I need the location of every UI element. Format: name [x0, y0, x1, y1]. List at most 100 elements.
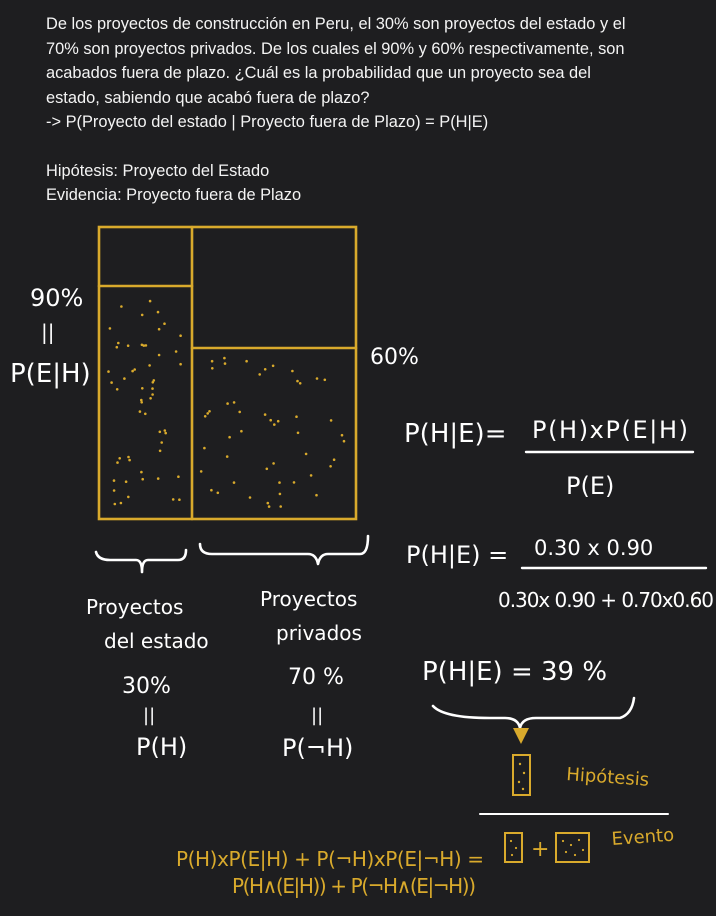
speckle-dot: [118, 457, 121, 460]
speckle-dot: [278, 492, 282, 496]
speckle-dot: [208, 410, 211, 413]
private-pct-label: 70 %: [288, 665, 344, 690]
calc-lhs: P(H|E) =: [406, 541, 508, 569]
speckle-dot: [131, 369, 134, 373]
speckle-dot: [179, 334, 182, 338]
speckle-dot: [110, 381, 113, 384]
speckle-dot: [119, 501, 123, 505]
area-diagram: [97, 225, 358, 521]
question-line-5: -> P(Proyecto del estado | Proyecto fuer…: [46, 113, 489, 131]
speckle-dot: [223, 362, 227, 365]
numerator-mini-box-icon: [504, 832, 523, 863]
problem-statement: De los proyectos de construcción en Peru…: [46, 12, 686, 208]
speckle-dot: [115, 388, 119, 391]
speckle-dot: [179, 362, 182, 366]
speckle-dot: [211, 367, 214, 370]
speckle-dot: [263, 368, 267, 371]
speckle-dot: [112, 479, 116, 482]
speckle-dot: [295, 415, 298, 419]
question-line-4: estado, sabiendo que acabó fuera de plaz…: [46, 88, 370, 107]
speckle-dot: [216, 491, 220, 495]
speckle-dot: [203, 415, 207, 418]
speckle-dot: [148, 299, 152, 303]
speckle-dot: [238, 410, 241, 414]
speckle-dot: [126, 344, 130, 348]
speckle-dot: [232, 481, 236, 484]
speckle-dot: [112, 489, 116, 492]
state-brace: [94, 548, 188, 574]
speckle-dot: [140, 401, 143, 404]
denominator-mini-box-icon: [555, 832, 590, 863]
question-line-3: acabados fuera de plazo. ¿Cuál es la pro…: [46, 64, 591, 82]
speckle-dot: [117, 341, 120, 345]
pct-60-label: 60%: [370, 345, 419, 370]
calc-numerator: 0.30 x 0.90: [534, 536, 653, 560]
down-arrow-icon: [513, 728, 529, 744]
speckle-dot: [292, 481, 296, 484]
speckle-dot: [120, 305, 123, 308]
speckle-dot: [332, 458, 336, 462]
speckle-dot: [267, 505, 271, 508]
speckle-dot: [149, 397, 152, 400]
speckle-dot: [140, 313, 144, 317]
total-probability-line1: P(H)xP(E|H) + P(¬H)xP(E|¬H) =: [176, 847, 484, 871]
speckle-dot: [174, 350, 178, 353]
speckle-dot: [171, 498, 175, 501]
diagram-outer-frame: [97, 225, 358, 521]
speckle-dot: [263, 413, 267, 416]
speckle-dot: [107, 370, 110, 373]
speckle-dot: [265, 467, 269, 471]
speckle-dot: [223, 356, 226, 360]
state-late-dots: [107, 299, 182, 506]
speckle-dot: [309, 474, 313, 477]
speckle-dot: [157, 353, 161, 357]
speckle-dot: [271, 364, 275, 368]
speckle-dot: [210, 359, 214, 363]
calc-denominator: 0.30x 0.90 + 0.70x0.60: [498, 588, 714, 612]
event-label: Evento: [611, 825, 675, 850]
speckle-dot: [144, 412, 147, 416]
speckle-dot: [248, 496, 252, 499]
speckle-dot: [148, 364, 151, 367]
speckle-dot: [226, 402, 229, 405]
speckle-dot: [164, 431, 167, 435]
private-equals: ||: [311, 705, 323, 726]
speckle-dot: [163, 322, 166, 326]
speckle-dot: [151, 393, 154, 396]
speckle-dot: [272, 462, 275, 465]
speckle-dot: [163, 429, 167, 432]
speckle-dot: [278, 481, 281, 484]
private-late-dots: [199, 356, 346, 508]
speckle-dot: [203, 446, 206, 450]
speckle-dot: [127, 495, 130, 499]
speckle-dot: [152, 379, 156, 382]
speckle-dot: [323, 378, 327, 382]
speckle-dot: [158, 430, 162, 434]
private-prob-label: P(¬H): [282, 734, 353, 762]
speckle-dot: [232, 401, 236, 404]
speckle-dot: [128, 458, 131, 462]
speckle-dot: [206, 412, 209, 415]
p-e-given-h-label: P(E|H): [10, 359, 91, 389]
speckle-dot: [279, 505, 283, 508]
speckle-dot: [340, 433, 344, 437]
speckle-dot: [156, 310, 160, 314]
speckle-dot: [140, 398, 143, 402]
speckle-dot: [276, 419, 280, 423]
speckle-dot: [127, 455, 130, 459]
speckle-dot: [269, 418, 273, 422]
speckle-dot: [141, 387, 144, 390]
hypothesis-definition: Hipótesis: Proyecto del Estado: [46, 161, 270, 180]
speckle-dot: [178, 498, 181, 502]
state-label-line2: del estado: [104, 629, 209, 653]
private-label-line2: privados: [276, 621, 362, 645]
speckle-dot: [157, 327, 161, 331]
speckle-dot: [141, 477, 144, 481]
speckle-dot: [291, 369, 294, 373]
result-brace: [431, 696, 636, 730]
evidence-definition: Evidencia: Proyecto fuera de Plazo: [46, 186, 302, 204]
speckle-dot: [342, 439, 346, 443]
plus-sign: +: [531, 837, 549, 862]
speckle-dot: [329, 419, 333, 422]
